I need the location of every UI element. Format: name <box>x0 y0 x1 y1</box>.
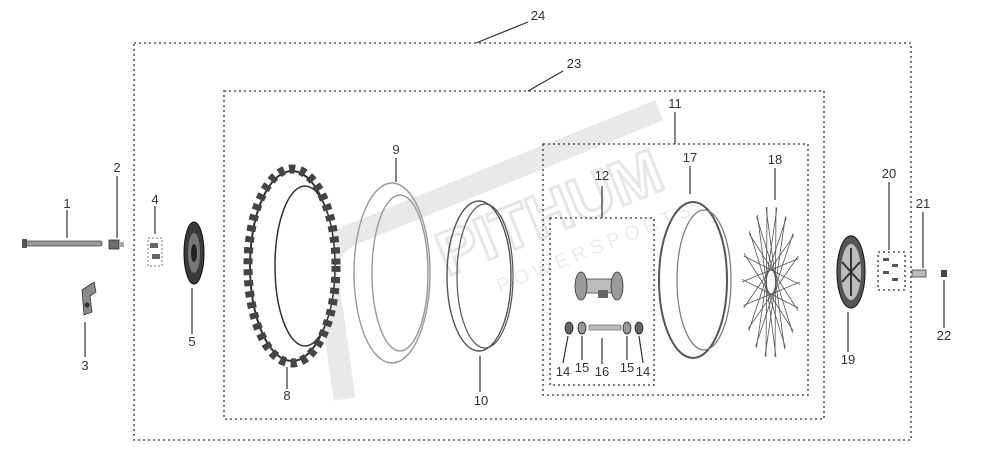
spoke <box>743 255 801 286</box>
callout-9: 9 <box>392 142 399 157</box>
callout-14-left: 14 <box>556 364 570 379</box>
callout-22: 22 <box>937 328 951 343</box>
callout-18: 18 <box>768 152 782 167</box>
leader-lines <box>66 21 945 392</box>
axle-nut-part <box>108 239 124 250</box>
axle-part <box>22 239 103 248</box>
rim-part <box>658 201 732 359</box>
sprocket-part <box>836 235 866 309</box>
callout-21: 21 <box>916 196 930 211</box>
rear-spacer-part <box>911 269 927 278</box>
assembly-box-24 <box>133 42 912 441</box>
callout-1: 1 <box>63 196 70 211</box>
spoke <box>743 234 795 309</box>
callout-4: 4 <box>151 192 158 207</box>
callout-11: 11 <box>668 96 682 111</box>
spoke <box>743 281 801 306</box>
spoke <box>741 278 799 309</box>
spacer-part <box>147 237 163 267</box>
callout-12: 12 <box>595 168 609 183</box>
knobby-tire-part <box>243 164 341 368</box>
rim-band-part <box>446 200 514 352</box>
spoke <box>747 255 799 330</box>
spoke <box>741 258 799 283</box>
spoke <box>748 217 787 332</box>
brake-disc-part <box>183 221 205 285</box>
inner-tube-part <box>353 182 431 364</box>
spoke <box>755 232 794 347</box>
rear-nut-part <box>941 270 947 277</box>
callout-3: 3 <box>81 358 88 373</box>
rim-box-11 <box>542 143 809 396</box>
callout-15-left: 15 <box>575 360 589 375</box>
callout-20: 20 <box>882 166 896 181</box>
spokes-part <box>741 206 801 358</box>
callout-24: 24 <box>531 8 545 23</box>
hub-part <box>574 271 624 301</box>
watermark: PITHUM POWERSPORTS <box>316 99 699 401</box>
callout-15-right: 15 <box>620 360 634 375</box>
callout-5: 5 <box>188 334 195 349</box>
bearings-and-sleeve-part <box>564 321 644 335</box>
bolt-box-20 <box>877 251 906 291</box>
callout-10: 10 <box>474 393 488 408</box>
callout-8: 8 <box>283 388 290 403</box>
callout-23: 23 <box>567 56 581 71</box>
callout-16: 16 <box>595 364 609 379</box>
chain-adjuster-part <box>81 281 97 316</box>
callout-2: 2 <box>113 160 120 175</box>
callout-14-right: 14 <box>636 364 650 379</box>
callout-17: 17 <box>683 150 697 165</box>
wheel-box-23 <box>223 90 825 420</box>
callout-19: 19 <box>841 352 855 367</box>
sprocket-bolts-part <box>883 258 898 281</box>
callouts: 1 2 3 4 5 8 9 10 11 12 14 15 16 15 14 17… <box>63 8 951 408</box>
